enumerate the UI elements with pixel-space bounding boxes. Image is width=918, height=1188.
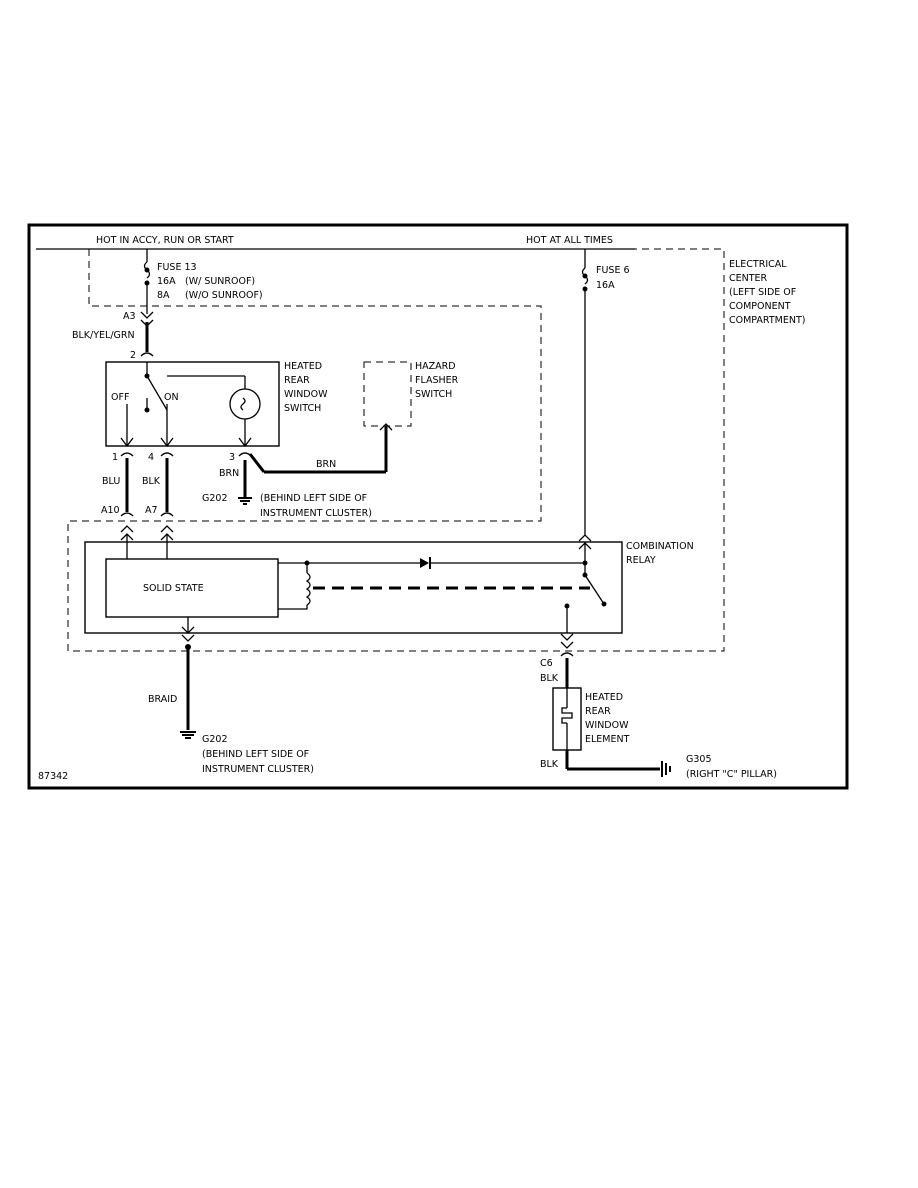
g202-lower-label: G202 — [202, 734, 228, 745]
element-line4: ELEMENT — [585, 734, 630, 745]
off-label: OFF — [111, 392, 129, 403]
blu-blk-wires — [120, 458, 174, 559]
c6-label: C6 — [540, 658, 553, 669]
fuse-6 — [581, 249, 589, 536]
fuse13-note2: (W/O SUNROOF) — [185, 290, 263, 301]
element-line3: WINDOW — [585, 720, 629, 731]
fuse13-note1: (W/ SUNROOF) — [185, 276, 255, 287]
fuse6-amp: 16A — [596, 280, 615, 291]
heated-rear-window-switch — [105, 361, 280, 447]
on-label: ON — [164, 392, 179, 403]
pin2-label: 2 — [130, 350, 136, 361]
g202-lower-note2: INSTRUMENT CLUSTER) — [202, 764, 314, 775]
brn-label-1: BRN — [219, 468, 239, 479]
g202-upper-note2: INSTRUMENT CLUSTER) — [260, 508, 372, 519]
hazard-line3: SWITCH — [415, 389, 452, 400]
brn-label-2: BRN — [316, 459, 336, 470]
hazard-line2: FLASHER — [415, 375, 459, 386]
relay-line1: COMBINATION — [626, 541, 694, 552]
g202-upper-note1: (BEHIND LEFT SIDE OF — [260, 493, 367, 504]
blk-yel-grn-label: BLK/YEL/GRN — [72, 330, 135, 341]
fuse13-amp1: 16A — [157, 276, 176, 287]
ground-g202-upper — [238, 497, 252, 505]
braid-label: BRAID — [148, 694, 177, 705]
blk-label-2: BLK — [540, 673, 559, 684]
blk-label-3: BLK — [540, 759, 559, 770]
pin3-label: 3 — [229, 452, 235, 463]
braid-ground — [180, 617, 196, 739]
g202-lower-note1: (BEHIND LEFT SIDE OF — [202, 749, 309, 760]
pin4-label: 4 — [148, 452, 154, 463]
element-line2: REAR — [585, 706, 611, 717]
electrical-center-boundary — [67, 248, 725, 652]
a3-label: A3 — [123, 311, 136, 322]
element-line1: HEATED — [585, 692, 623, 703]
connector-a3 — [140, 311, 154, 357]
blk-label-1: BLK — [142, 476, 161, 487]
relay-line2: RELAY — [626, 555, 656, 566]
pin1-label: 1 — [112, 452, 118, 463]
fuse13-label: FUSE 13 — [157, 262, 197, 273]
a7-label: A7 — [145, 505, 158, 516]
hot-all-times-label: HOT AT ALL TIMES — [526, 235, 613, 246]
rear-window-element — [552, 633, 671, 777]
diagram-frame — [27, 223, 849, 790]
electrical-center-line1: ELECTRICAL — [729, 259, 787, 270]
hazard-line1: HAZARD — [415, 361, 456, 372]
a10-label: A10 — [101, 505, 120, 516]
fuse13-amp2: 8A — [157, 290, 170, 301]
electrical-center-line4: COMPONENT — [729, 301, 791, 312]
fuse6-label: FUSE 6 — [596, 265, 630, 276]
electrical-center-line3: (LEFT SIDE OF — [729, 287, 796, 298]
g305-note: (RIGHT "C" PILLAR) — [686, 769, 777, 780]
g305-label: G305 — [686, 754, 712, 765]
switch-line2: REAR — [284, 375, 310, 386]
g202-upper-label: G202 — [202, 493, 228, 504]
blu-label: BLU — [102, 476, 120, 487]
electrical-center-line5: COMPARTMENT) — [729, 315, 805, 326]
hazard-flasher-switch — [363, 361, 412, 472]
figure-number: 87342 — [38, 771, 68, 782]
switch-line1: HEATED — [284, 361, 322, 372]
electrical-center-line2: CENTER — [729, 273, 768, 284]
switch-line3: WINDOW — [284, 389, 328, 400]
solid-state-label: SOLID STATE — [143, 583, 204, 594]
hot-accy-label: HOT IN ACCY, RUN OR START — [96, 235, 234, 246]
switch-line4: SWITCH — [284, 403, 321, 414]
brn-wire — [243, 453, 386, 498]
combination-relay — [84, 534, 623, 634]
fuse-13 — [143, 249, 151, 314]
